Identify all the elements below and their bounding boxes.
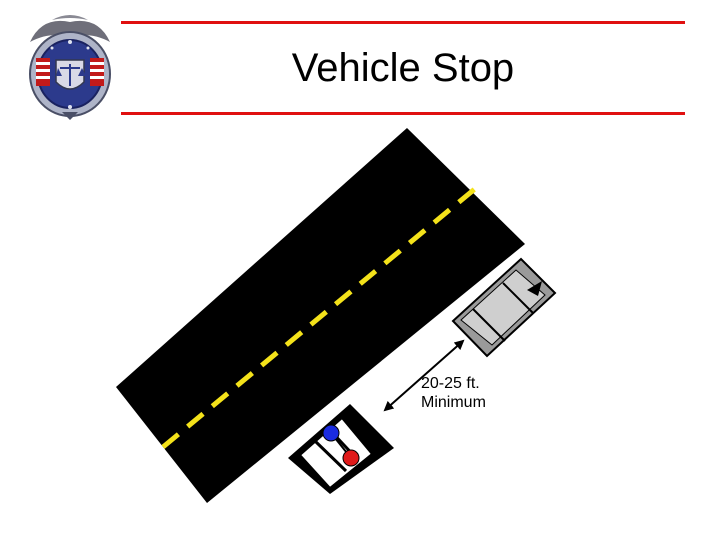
- vehicle-direction-icon: [527, 281, 542, 296]
- stopped-vehicle: [451, 257, 557, 358]
- distance-label-line2: Minimum: [421, 394, 486, 411]
- page-title: Vehicle Stop: [291, 46, 515, 90]
- officer-red-marker: [342, 449, 360, 467]
- police-badge-logo-icon: [29, 15, 111, 120]
- title-rule-top: [121, 21, 685, 24]
- distance-arrow-icon: [383, 339, 465, 412]
- title-rule-bottom: [121, 112, 685, 115]
- officer-blue-marker: [322, 424, 340, 442]
- distance-label: 20-25 ft. Minimum: [421, 374, 486, 412]
- distance-label-line1: 20-25 ft.: [421, 375, 480, 392]
- road-center-line: [161, 181, 484, 449]
